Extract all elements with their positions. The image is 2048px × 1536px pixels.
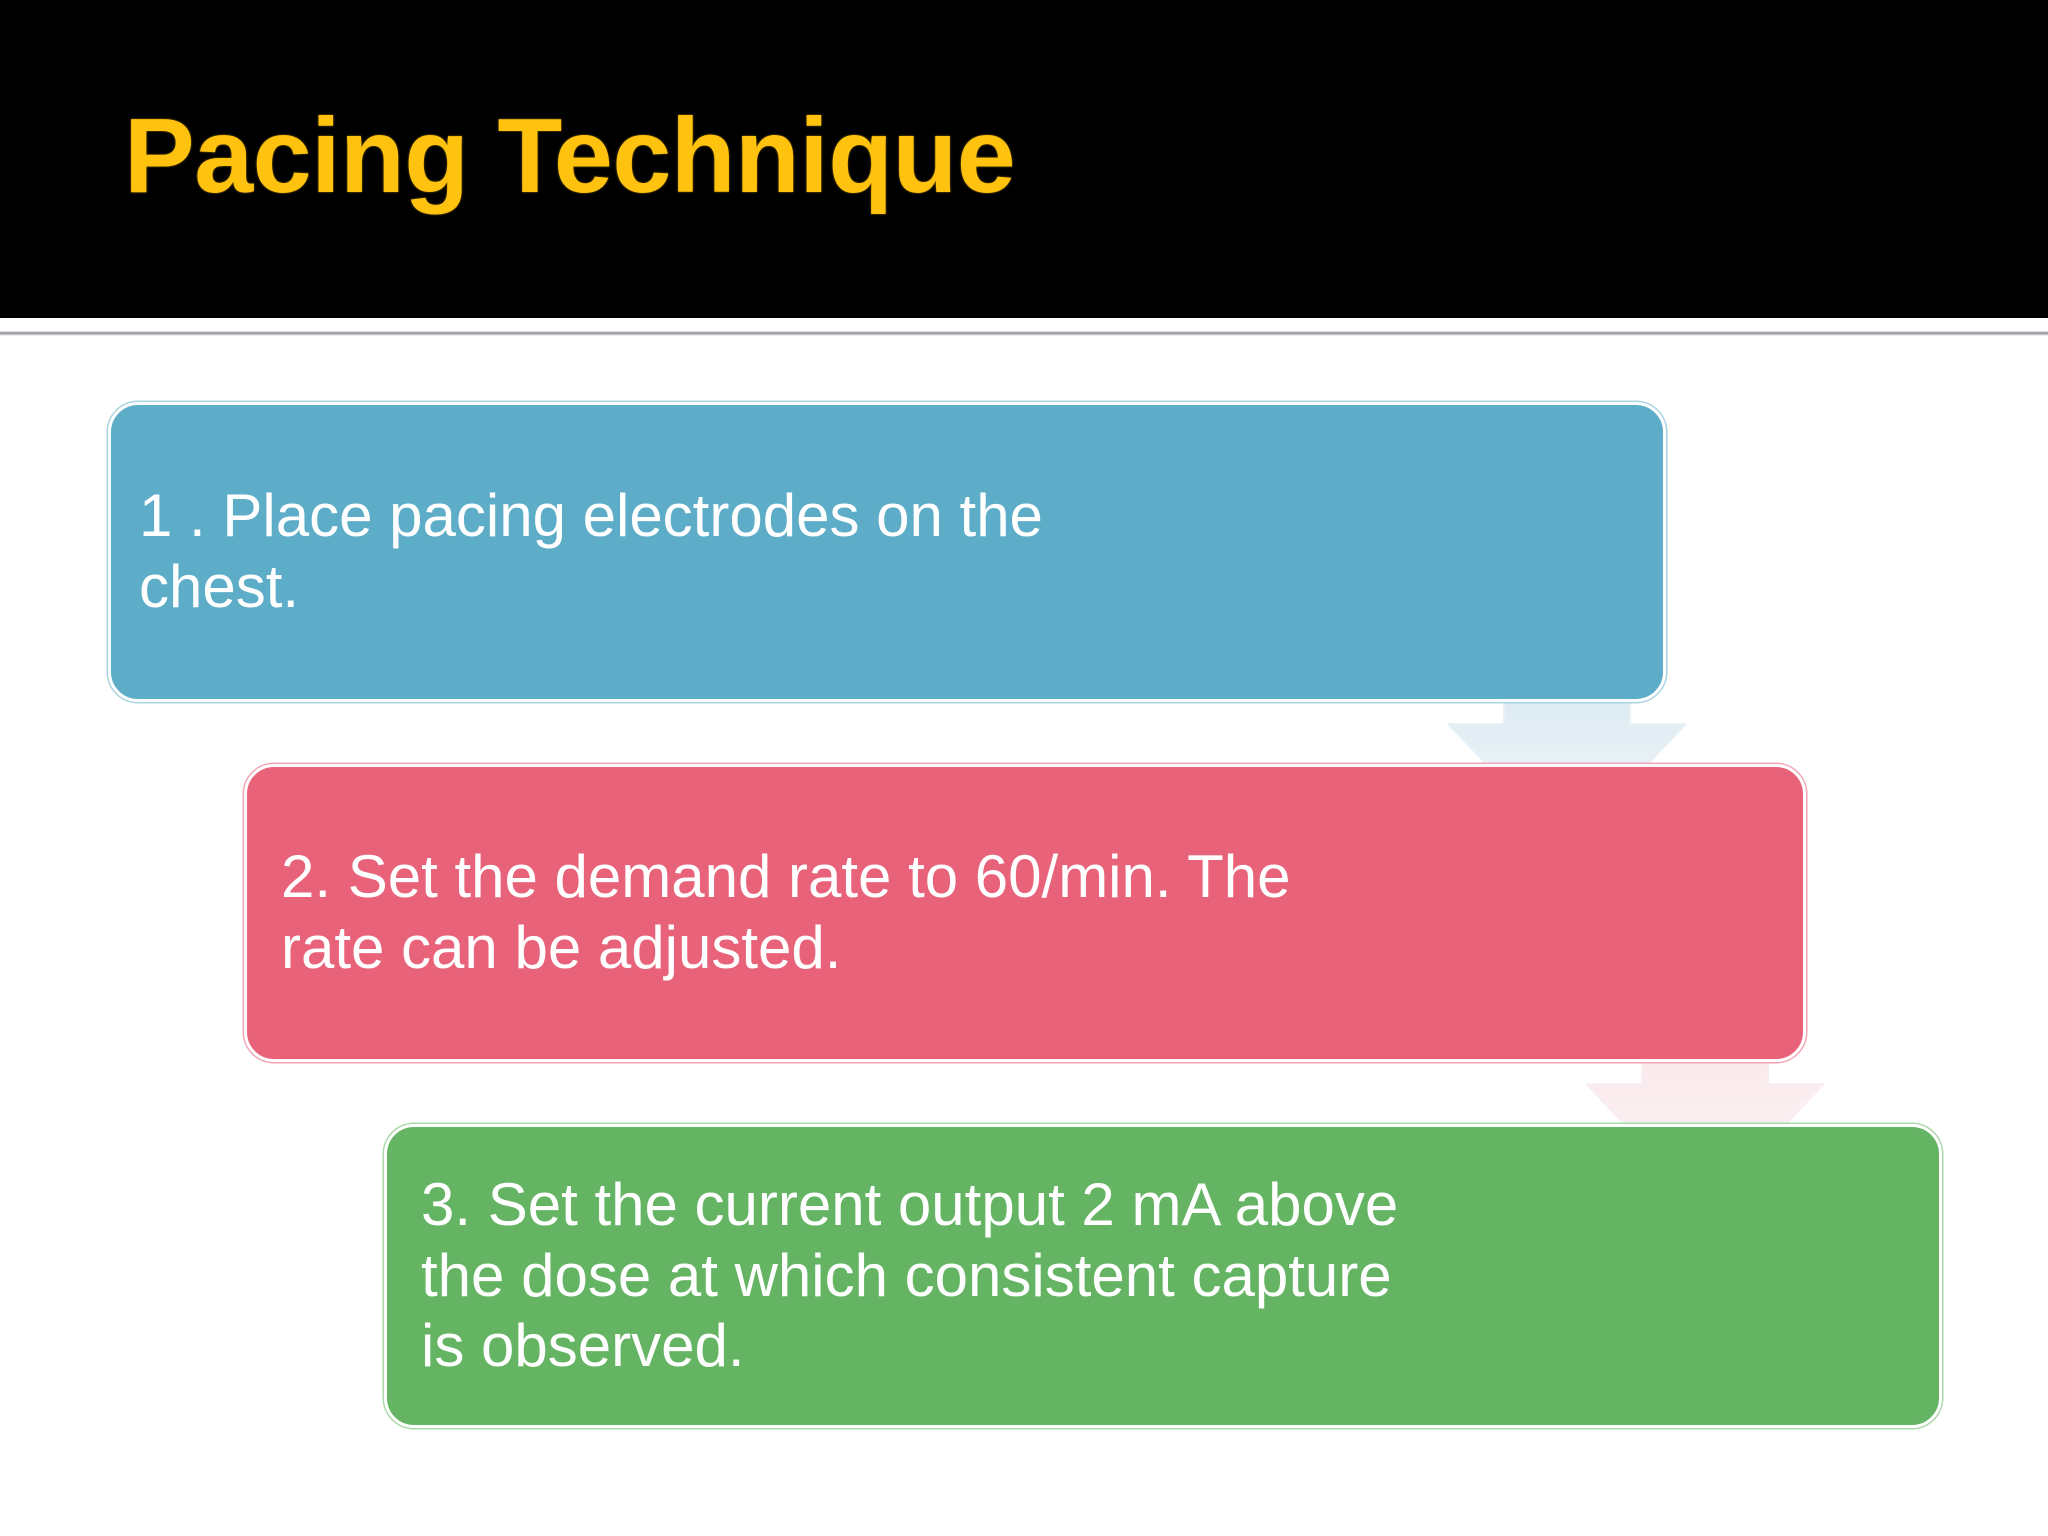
process-step-2[interactable]: 2. Set the demand rate to 60/min. The ra… — [244, 764, 1806, 1062]
process-step-3-label: 3. Set the current output 2 mA above the… — [421, 1170, 1399, 1380]
process-step-3[interactable]: 3. Set the current output 2 mA above the… — [384, 1124, 1942, 1428]
process-step-1[interactable]: 1 . Place pacing electrodes on the chest… — [108, 402, 1666, 702]
title-divider — [0, 330, 2048, 336]
process-step-2-label: 2. Set the demand rate to 60/min. The ra… — [281, 843, 1291, 981]
title-band: Pacing Technique — [0, 0, 2048, 318]
page-title: Pacing Technique — [124, 97, 1016, 215]
process-step-1-label: 1 . Place pacing electrodes on the chest… — [139, 482, 1043, 620]
